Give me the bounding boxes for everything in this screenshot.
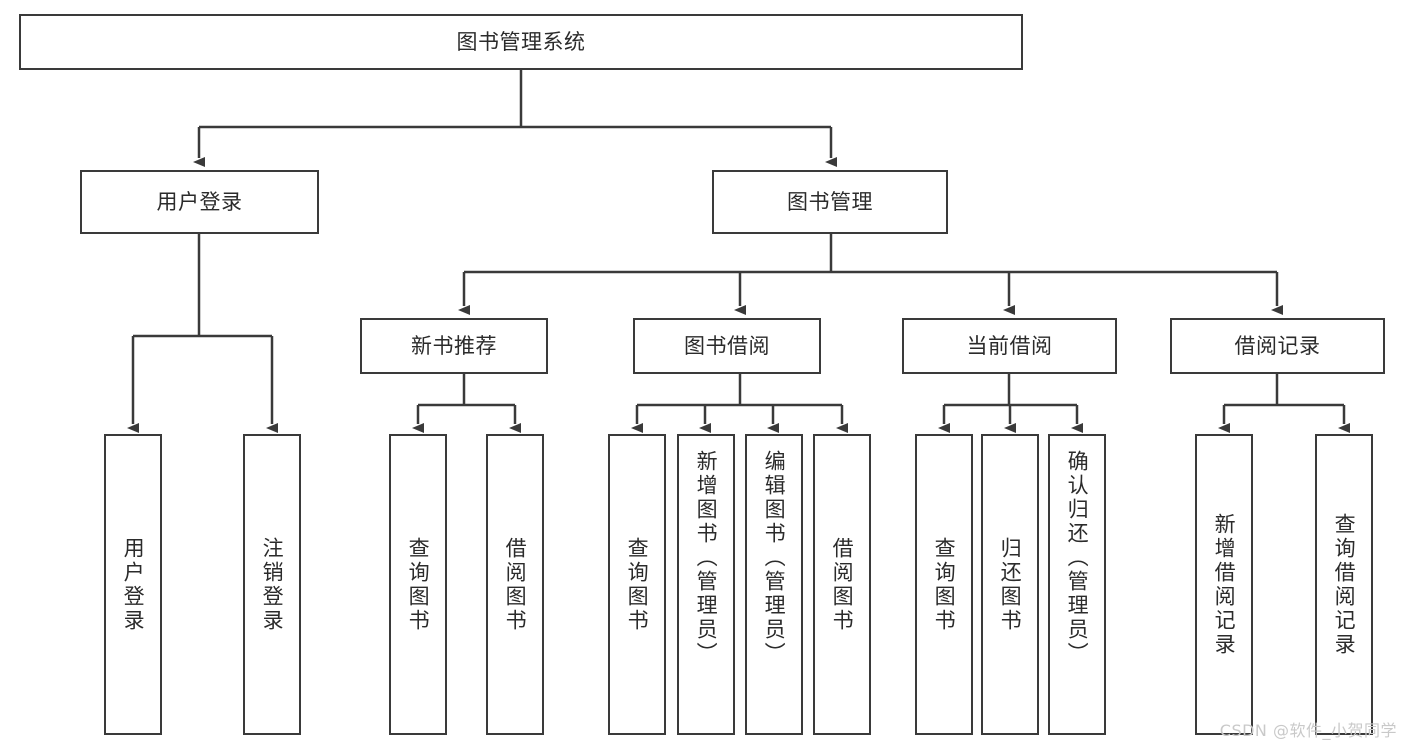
node-book-borrow[interactable]: 图书借阅 [633, 318, 821, 374]
node-leaf-logout[interactable]: 注销登录 [243, 434, 301, 735]
node-leaf-query-book-3-label: 查询图书 [932, 536, 957, 633]
node-leaf-borrow-book-1[interactable]: 借阅图书 [486, 434, 544, 735]
node-leaf-query-book-3[interactable]: 查询图书 [915, 434, 973, 735]
node-borrow-record-label: 借阅记录 [1234, 333, 1321, 358]
node-root-label: 图书管理系统 [456, 29, 586, 54]
node-leaf-return-book[interactable]: 归还图书 [981, 434, 1039, 735]
node-leaf-borrow-book-2-label: 借阅图书 [830, 536, 855, 633]
node-leaf-add-record-label: 新增借阅记录 [1212, 512, 1237, 657]
node-leaf-edit-book[interactable]: 编辑图书（管理员） [745, 434, 803, 735]
node-leaf-query-book-1-label: 查询图书 [406, 536, 431, 633]
node-root[interactable]: 图书管理系统 [19, 14, 1023, 70]
node-leaf-confirm-return[interactable]: 确认归还（管理员） [1048, 434, 1106, 735]
node-leaf-query-book-2[interactable]: 查询图书 [608, 434, 666, 735]
node-leaf-query-book-1[interactable]: 查询图书 [389, 434, 447, 735]
watermark-text: CSDN @软件_小贺同学 [1219, 721, 1397, 740]
node-leaf-return-book-label: 归还图书 [998, 536, 1023, 633]
node-book-borrow-label: 图书借阅 [684, 333, 770, 358]
node-user-login-label: 用户登录 [156, 189, 243, 214]
node-book-management-label: 图书管理 [787, 189, 873, 214]
node-leaf-user-login-label: 用户登录 [121, 536, 146, 633]
node-leaf-add-book[interactable]: 新增图书（管理员） [677, 434, 735, 735]
node-leaf-query-record-label: 查询借阅记录 [1332, 512, 1357, 657]
node-leaf-user-login[interactable]: 用户登录 [104, 434, 162, 735]
node-leaf-borrow-book-1-label: 借阅图书 [503, 536, 528, 633]
node-new-book-recommend[interactable]: 新书推荐 [360, 318, 548, 374]
node-leaf-add-record[interactable]: 新增借阅记录 [1195, 434, 1253, 735]
node-leaf-confirm-return-label: 确认归还（管理员） [1065, 450, 1090, 666]
node-leaf-borrow-book-2[interactable]: 借阅图书 [813, 434, 871, 735]
node-leaf-edit-book-label: 编辑图书（管理员） [762, 450, 787, 666]
node-leaf-query-book-2-label: 查询图书 [625, 536, 650, 633]
node-leaf-query-record[interactable]: 查询借阅记录 [1315, 434, 1373, 735]
node-book-management[interactable]: 图书管理 [712, 170, 948, 234]
node-current-borrow-label: 当前借阅 [966, 333, 1053, 358]
node-leaf-logout-label: 注销登录 [260, 536, 285, 633]
node-borrow-record[interactable]: 借阅记录 [1170, 318, 1385, 374]
node-new-book-recommend-label: 新书推荐 [411, 333, 497, 358]
node-user-login[interactable]: 用户登录 [80, 170, 319, 234]
node-current-borrow[interactable]: 当前借阅 [902, 318, 1117, 374]
node-leaf-add-book-label: 新增图书（管理员） [694, 450, 719, 666]
